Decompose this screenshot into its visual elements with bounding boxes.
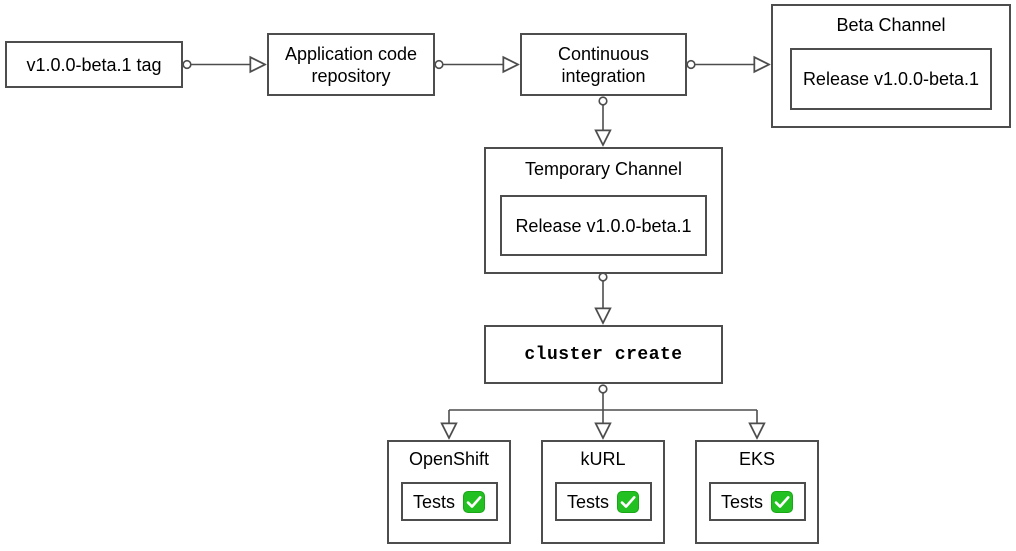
- check-mark-button-icon: [771, 490, 793, 513]
- node-kurl[interactable]: kURL Tests: [541, 440, 665, 544]
- node-beta-channel-release-label: Release v1.0.0-beta.1: [802, 69, 980, 89]
- node-openshift[interactable]: OpenShift Tests: [387, 440, 511, 544]
- edge-ci-to-temporary-channel: [599, 96, 607, 145]
- node-application-code-repository-label: Application code repository: [284, 43, 418, 86]
- node-eks-title: EKS: [738, 449, 776, 469]
- node-continuous-integration[interactable]: Continuous integration: [520, 33, 687, 96]
- node-temporary-channel-release-label: Release v1.0.0-beta.1: [515, 215, 692, 236]
- node-temporary-channel-release-box[interactable]: Release v1.0.0-beta.1: [500, 195, 707, 256]
- node-eks-tests-label: Tests: [720, 491, 763, 512]
- edge-cluster-create-fanout: [449, 384, 757, 438]
- node-version-tag-label: v1.0.0-beta.1 tag: [26, 54, 162, 75]
- edge-repo-to-ci: [434, 61, 518, 69]
- node-beta-channel[interactable]: Beta Channel Release v1.0.0-beta.1: [771, 4, 1011, 128]
- node-beta-channel-release-box[interactable]: Release v1.0.0-beta.1: [790, 48, 992, 110]
- node-eks-tests-box[interactable]: Tests: [708, 482, 806, 521]
- edge-temporary-channel-to-cluster-create: [599, 272, 607, 323]
- node-kurl-tests-label: Tests: [566, 491, 609, 512]
- node-kurl-title: kURL: [580, 449, 626, 469]
- node-cluster-create[interactable]: cluster create: [484, 325, 723, 384]
- node-version-tag[interactable]: v1.0.0-beta.1 tag: [5, 41, 183, 88]
- node-eks[interactable]: EKS Tests: [695, 440, 819, 544]
- node-application-code-repository[interactable]: Application code repository: [267, 33, 435, 96]
- node-continuous-integration-label: Continuous integration: [557, 43, 650, 86]
- node-openshift-tests-label: Tests: [412, 491, 455, 512]
- node-cluster-create-label: cluster create: [524, 344, 683, 365]
- node-beta-channel-title: Beta Channel: [836, 15, 946, 35]
- check-mark-button-icon: [463, 490, 485, 513]
- node-kurl-tests-box[interactable]: Tests: [554, 482, 652, 521]
- node-temporary-channel-title: Temporary Channel: [524, 159, 683, 179]
- node-openshift-title: OpenShift: [408, 449, 490, 469]
- edge-tag-to-repo: [182, 61, 265, 69]
- check-mark-button-icon: [617, 490, 639, 513]
- edge-ci-to-beta-channel: [686, 61, 769, 69]
- node-temporary-channel[interactable]: Temporary Channel Release v1.0.0-beta.1: [484, 147, 723, 274]
- node-openshift-tests-box[interactable]: Tests: [400, 482, 498, 521]
